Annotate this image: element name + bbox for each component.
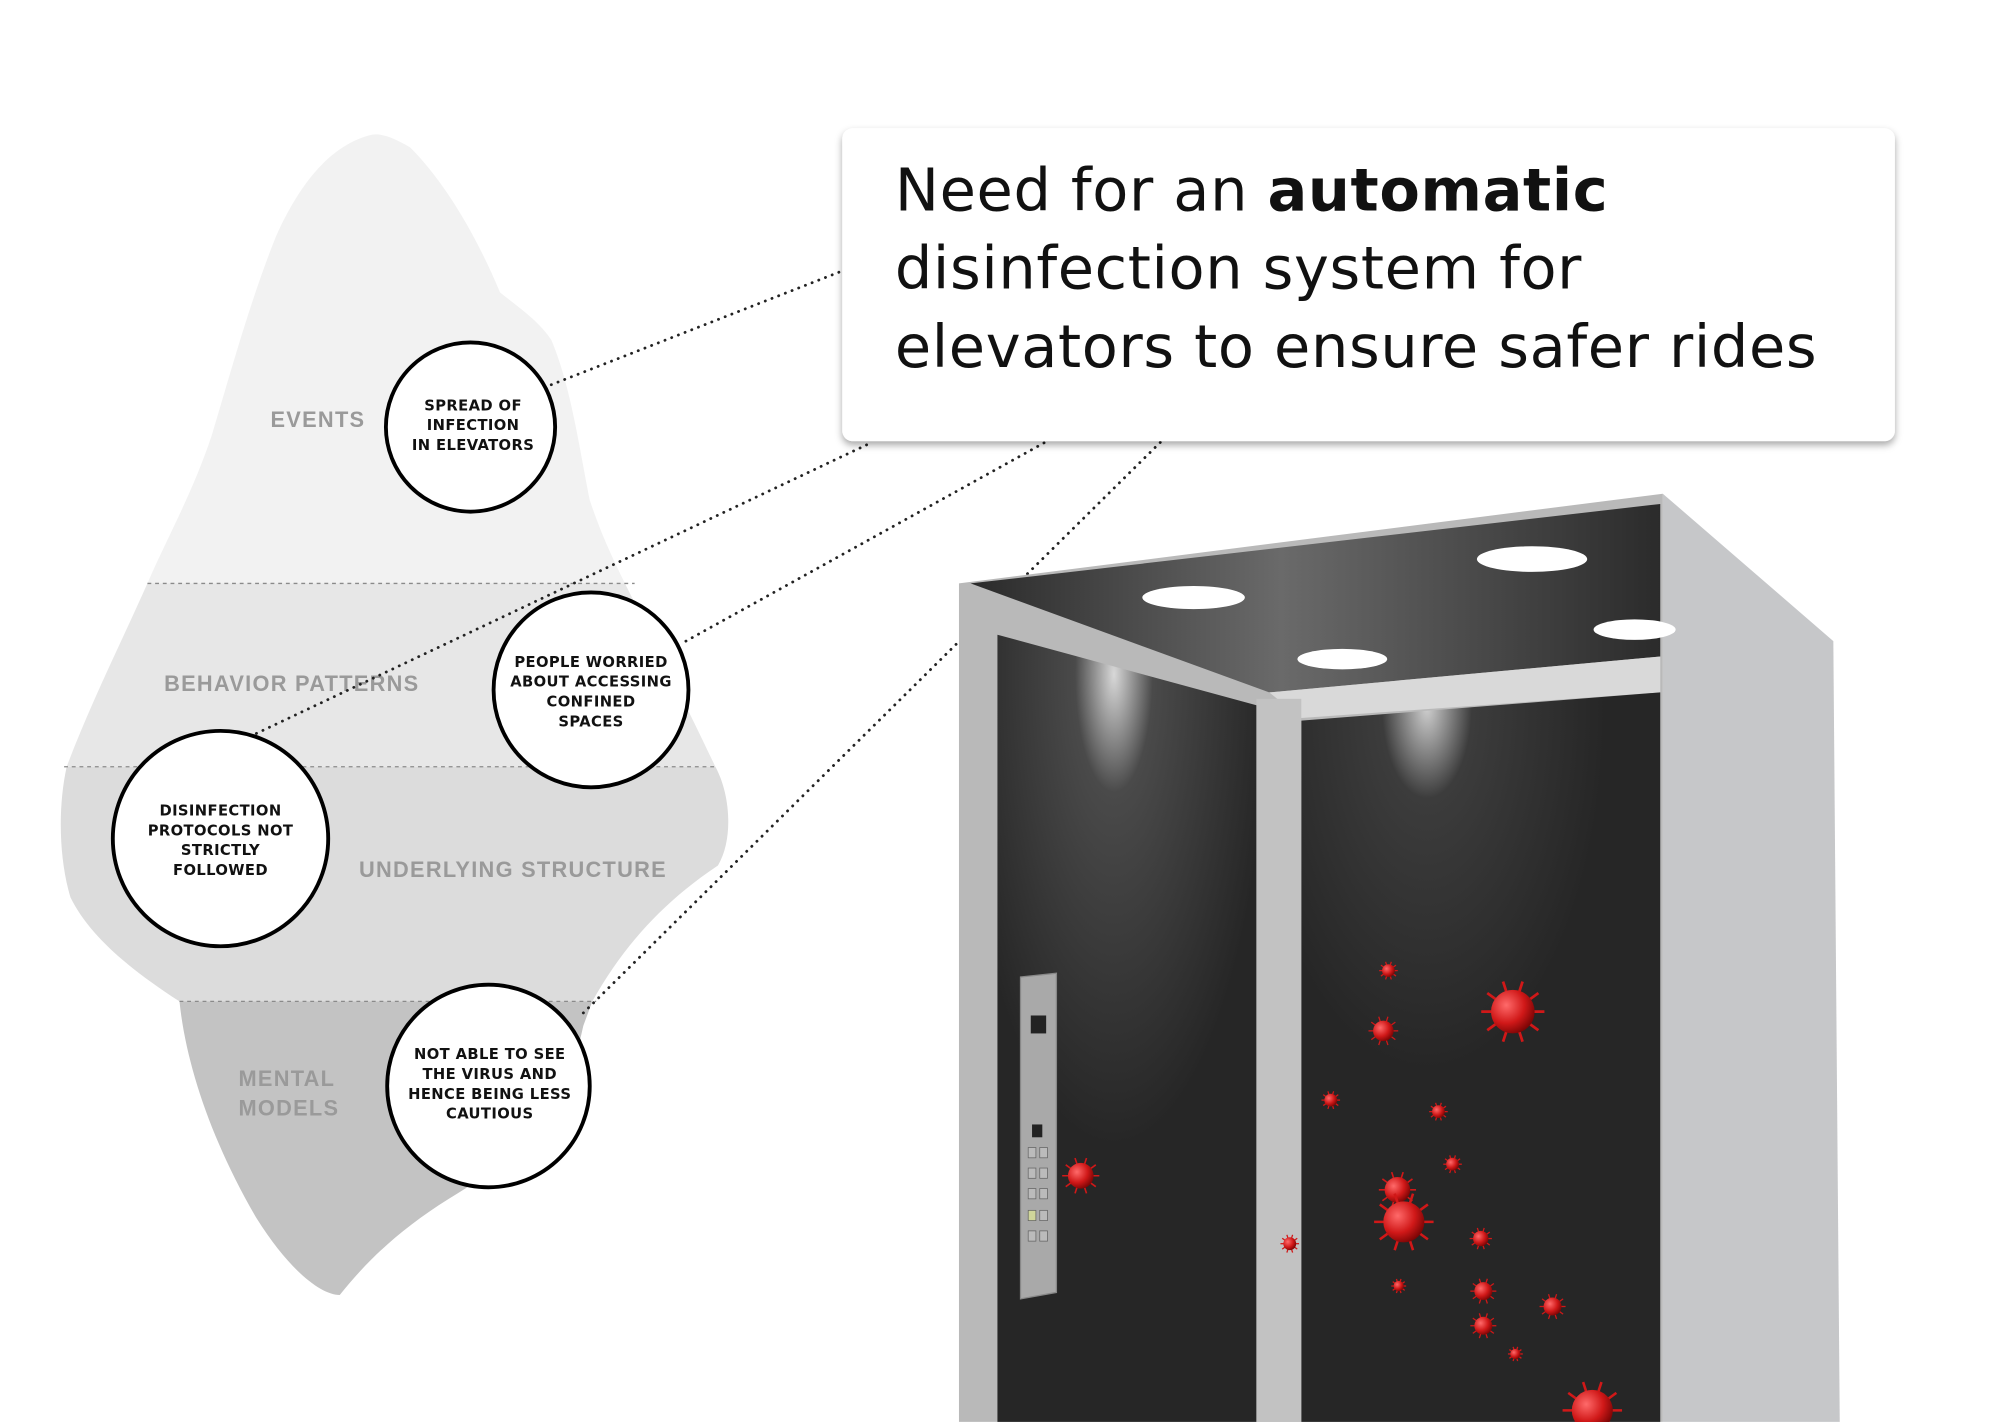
connector-line	[549, 270, 842, 387]
elevator-control-panel	[1019, 972, 1058, 1300]
virus-icon	[1374, 1193, 1434, 1251]
virus-icon	[1391, 1278, 1407, 1294]
level-label-behavior-patterns: BEHAVIOR PATTERNS	[164, 671, 419, 696]
virus-icon	[1429, 1102, 1448, 1121]
iceberg-band-events	[60, 134, 729, 584]
ceiling-light	[1593, 619, 1676, 640]
virus-icon	[1062, 1157, 1100, 1194]
level-label-mental-models: MENTAL MODELS	[238, 1066, 342, 1120]
virus-icon	[1470, 1278, 1497, 1304]
ceiling-light	[1476, 546, 1588, 572]
virus-icon	[1507, 1346, 1523, 1362]
virus-icon	[1539, 1293, 1566, 1320]
problem-statement-callout: Need for an automatic disinfection syste…	[842, 128, 1895, 442]
ceiling-light	[1297, 648, 1388, 670]
virus-icon	[1481, 981, 1545, 1043]
virus-icon	[1368, 1016, 1399, 1046]
virus-icon	[1562, 1381, 1623, 1422]
virus-icon	[1378, 1171, 1417, 1208]
virus-particles	[1062, 961, 1623, 1422]
virus-icon	[1280, 1234, 1300, 1253]
connector-line	[255, 441, 874, 735]
virus-icon	[1469, 1227, 1492, 1250]
connector-line	[581, 441, 1162, 1015]
problem-statement-text: Need for an automatic disinfection syste…	[895, 155, 1817, 380]
virus-icon	[1470, 1313, 1497, 1339]
level-label-underlying-structure: UNDERLYING STRUCTURE	[359, 857, 667, 882]
virus-icon	[1443, 1155, 1462, 1174]
elevator-render	[958, 493, 1840, 1422]
ceiling-light	[1142, 586, 1245, 610]
level-label-events: EVENTS	[271, 407, 366, 432]
virus-icon	[1379, 961, 1398, 980]
virus-icon	[1321, 1091, 1341, 1110]
